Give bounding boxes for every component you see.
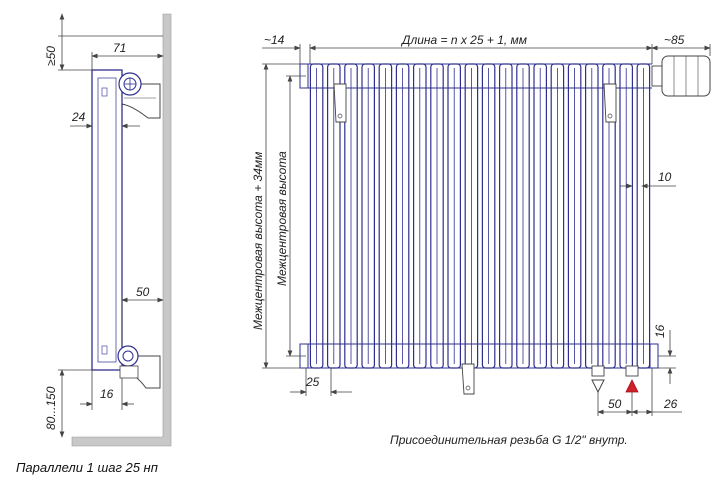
front-bracket-bottom [461,363,475,395]
dim-length: Длина = n x 25 + 1, мм [400,33,527,47]
dim-bottom-25: 25 [305,375,320,389]
dim-height-outer: Межцентровая высота + 34мм [251,152,265,330]
dim-offset: 24 [71,110,86,124]
bottom-collector [117,345,139,379]
front-view: ~14 Длина = n x 25 + 1, мм ~85 Межцентро… [251,33,711,416]
radiator-side-panel [91,69,123,371]
thermostatic-valve [651,55,711,97]
side-view: ≥50 71 24 50 16 80...150 [44,13,172,447]
dim-bottom-16: 16 [653,324,667,338]
supply-arrow-icon [625,379,639,393]
return-arrow-icon [591,379,605,394]
dim-height-inner: Межцентровая высота [275,151,289,286]
dim-bottom-offset: 16 [100,387,114,401]
dim-50: 50 [608,397,622,411]
dim-side-10: 10 [658,170,672,184]
dim-bottom-depth: 50 [136,285,150,299]
bottom-connections [591,365,639,394]
front-bracket-left [333,83,347,123]
dim-depth: 71 [113,41,126,55]
dim-26: 26 [663,397,678,411]
wall [71,13,172,447]
front-bracket-right [603,83,617,123]
dim-right: ~85 [664,33,685,47]
top-collector [118,72,142,96]
caption: Параллели 1 шаг 25 нп [16,460,158,475]
radiator-tubes [309,63,651,369]
dim-left: ~14 [264,33,285,47]
dim-floor-gap: 80...150 [44,386,58,430]
dim-top-gap: ≥50 [44,46,58,66]
thread-note: Присоединительная резьба G 1/2" внутр. [390,433,628,447]
